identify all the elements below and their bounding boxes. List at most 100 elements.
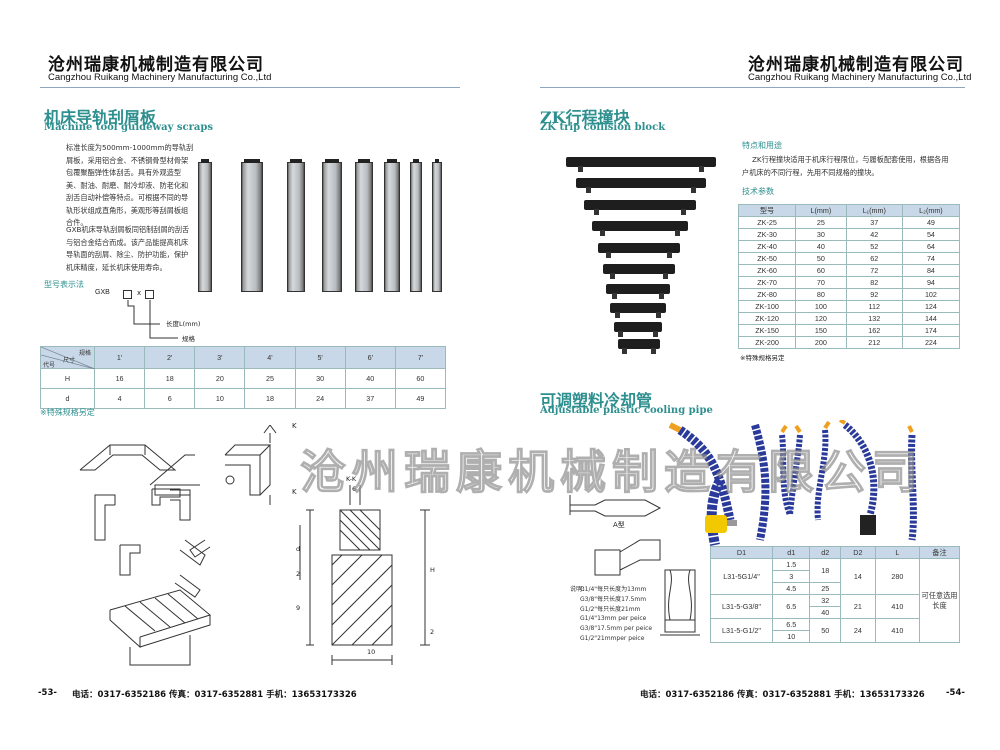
table-cell: 30	[795, 228, 847, 241]
scrap-strip	[410, 159, 422, 292]
table-cell: ZK-70	[737, 276, 797, 289]
table-cell: 1.5	[771, 558, 811, 571]
features-title: 特点和用途	[742, 141, 782, 150]
table-cell: 24	[840, 618, 876, 643]
table-cell: 49	[394, 388, 447, 409]
model-notation-title: 型号表示法	[44, 280, 84, 289]
drawing-dim: 9	[296, 604, 301, 612]
scrap-strip	[287, 159, 305, 292]
table-header: L₁(mm)	[845, 204, 903, 217]
table-cell: L31-5G1/4"	[710, 558, 773, 595]
table-cell: 224	[901, 336, 961, 349]
model-x: x	[137, 289, 142, 297]
explain-title: 说明：	[570, 586, 589, 593]
company-name-cn-left: 沧州瑞康机械制造有限公司	[48, 55, 264, 75]
scrap-strip	[241, 159, 263, 292]
table-cell: 6.5	[771, 618, 811, 631]
table-header: 4'	[244, 346, 296, 369]
drawing-dim: 6	[352, 485, 357, 493]
table-cell: ZK-50	[737, 252, 797, 265]
table-cell: 16	[93, 368, 146, 389]
table-cell: 32	[809, 594, 842, 607]
table-cell: 50	[809, 618, 842, 643]
table-header: L(mm)	[795, 204, 847, 217]
table-cell: 174	[901, 324, 961, 337]
page-number-right: -54-	[946, 688, 965, 698]
table-cell: 40	[809, 606, 842, 619]
table-cell: 40	[344, 368, 396, 389]
drawing-kk-label: K-K	[346, 475, 357, 483]
label-length: 长度L(mm)	[166, 320, 201, 328]
explain-item: G1/2"21mmper peice	[580, 634, 645, 642]
scrap-strip	[432, 159, 442, 292]
zk-block	[606, 284, 670, 299]
table-cell: 200	[795, 336, 847, 349]
table-header: d2	[809, 546, 842, 559]
scrap-strip	[355, 159, 373, 292]
scraps-description-1: 标准长度为500mm-1000mm的导轨刮屑板，采用铝合金、不锈钢骨型材骨架包覆…	[66, 143, 194, 227]
features-text-1: ZK行程撞块适用于机床行程限位，与履板配套使用，根据各用	[752, 155, 949, 164]
table-cell: 62	[845, 252, 903, 265]
table-cell: ZK-100	[737, 300, 797, 313]
scraps-assembly-drawings	[79, 425, 430, 666]
table-cell: 6	[144, 388, 196, 409]
corner-top: 规格	[78, 351, 91, 357]
table-cell: 60	[394, 368, 447, 389]
row-code: H	[40, 368, 95, 389]
table-header: 6'	[344, 346, 396, 369]
drawing-dim: 10	[367, 648, 376, 656]
table-cell: 6.5	[771, 594, 811, 619]
section-title-en-zk: ZK trip collision block	[540, 122, 666, 133]
table-cell: 162	[845, 324, 903, 337]
table-row: 10	[711, 630, 960, 643]
table-cell: 94	[901, 276, 961, 289]
explain-item: G1/4"13mm per peice	[580, 615, 647, 623]
drawing-dim: H	[430, 566, 435, 574]
table-header: 3'	[194, 346, 246, 369]
type-a-label: A型	[613, 521, 625, 529]
table-cell: 124	[901, 300, 961, 313]
table-header: L	[874, 546, 921, 559]
table-corner-cell: 规格 尺寸 代号	[40, 346, 95, 369]
drawing-k-label-top: K	[292, 422, 297, 430]
table-cell: L31-5-G3/8"	[710, 594, 773, 619]
table-cell: 102	[901, 288, 961, 301]
table-cell: 4.5	[771, 582, 811, 595]
page-number-left: -53-	[38, 688, 57, 698]
row-code: d	[40, 388, 95, 409]
table-cell: 42	[845, 228, 903, 241]
scrap-strip	[198, 159, 212, 292]
explain-item: G1/2"每只长度21mm	[580, 605, 641, 613]
table-cell: 24	[294, 388, 346, 409]
scrap-strip	[322, 159, 342, 292]
corner-bottom: 代号	[43, 363, 56, 369]
table-cell: 144	[901, 312, 961, 325]
table-row: d 4 6 10 18 24 37 49	[40, 388, 447, 409]
scraps-description-2: GXB机床导轨刮屑板同铝制刮屑的刮舌与铝合金结合而成。该产品能提高机床导轨面的刮…	[66, 225, 190, 272]
table-cell: 64	[901, 240, 961, 253]
section-title-en-scraps: Machine tool guideway scraps	[44, 122, 213, 133]
scrap-strip	[384, 159, 400, 292]
drawing-dim: 2	[296, 570, 301, 578]
table-header: D1	[710, 546, 773, 559]
company-name-en-right: Cangzhou Ruikang Machinery Manufacturing…	[748, 72, 972, 83]
table-cell: 25	[244, 368, 296, 389]
table-cell: 410	[874, 594, 921, 619]
features-text-2: 户机床的不同行程，先用不同规格的撞块。	[742, 168, 879, 177]
table-cell: 80	[795, 288, 847, 301]
table-cell-remark: 可任意选用长度	[919, 558, 960, 643]
pipe-explanation-list: G1/4"每只长度为13mm G3/8"每只长度17.5mm G1/2"每只长度…	[580, 585, 690, 644]
tech-params-title: 技术参数	[742, 187, 774, 196]
section-title-cn-pipe: 可调塑料冷却管	[540, 391, 653, 410]
